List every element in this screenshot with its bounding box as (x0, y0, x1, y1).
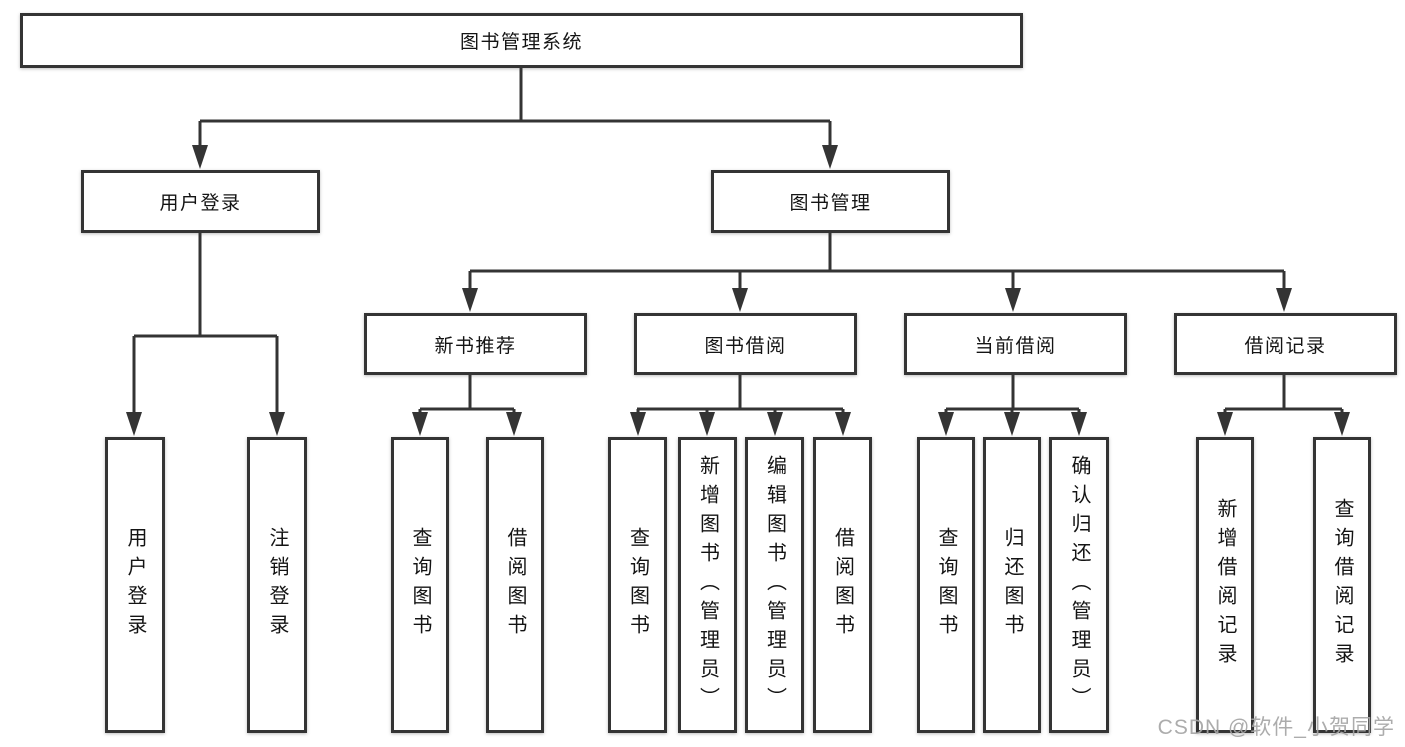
node-label: 编辑图书（管理员） (763, 454, 786, 716)
node-new-book-recommendation: 新书推荐 (364, 313, 587, 375)
leaf-logout: 注销登录 (247, 437, 307, 733)
node-borrowing-records: 借阅记录 (1174, 313, 1397, 375)
node-label: 归还图书 (1001, 527, 1023, 643)
arrowheads (126, 145, 1350, 436)
node-label: 查询图书 (409, 527, 431, 643)
leaf-add-book-admin: 新增图书（管理员） (678, 437, 737, 733)
leaf-return-book: 归还图书 (983, 437, 1041, 733)
node-book-management: 图书管理 (711, 170, 950, 233)
leaf-edit-book-admin: 编辑图书（管理员） (745, 437, 804, 733)
node-label: 图书管理 (789, 193, 872, 214)
node-label: 用户登录 (124, 527, 146, 643)
leaf-query-books-recommend: 查询图书 (391, 437, 449, 733)
node-label: 当前借阅 (974, 335, 1057, 357)
node-library-management-system: 图书管理系统 (20, 13, 1023, 68)
leaf-confirm-return-admin: 确认归还（管理员） (1049, 437, 1109, 733)
node-label: 查询图书 (626, 527, 649, 643)
node-label: 图书管理系统 (459, 32, 583, 53)
node-current-borrowing: 当前借阅 (904, 313, 1127, 375)
node-label: 用户登录 (159, 193, 242, 214)
leaf-query-books-current: 查询图书 (917, 437, 975, 733)
node-label: 查询图书 (935, 527, 957, 643)
csdn-watermark: CSDN @软件_小贺同学 (1157, 716, 1395, 739)
node-label: 新增借阅记录 (1214, 498, 1236, 672)
node-label: 图书借阅 (704, 335, 787, 357)
leaf-borrow-books-borrowing: 借阅图书 (813, 437, 872, 733)
node-label: 注销登录 (266, 527, 288, 643)
node-label: 查询借阅记录 (1331, 498, 1353, 672)
node-label: 借阅图书 (504, 527, 526, 643)
leaf-query-books-borrowing: 查询图书 (608, 437, 667, 733)
node-label: 新增图书（管理员） (696, 454, 719, 716)
node-label: 确认归还（管理员） (1068, 454, 1090, 716)
leaf-borrow-books-recommend: 借阅图书 (486, 437, 544, 733)
node-book-borrowing: 图书借阅 (634, 313, 857, 375)
node-label: 借阅图书 (831, 527, 854, 643)
leaf-add-borrow-record: 新增借阅记录 (1196, 437, 1254, 733)
leaf-query-borrow-record: 查询借阅记录 (1313, 437, 1371, 733)
node-user-login: 用户登录 (81, 170, 320, 233)
node-label: 借阅记录 (1244, 335, 1327, 357)
node-label: 新书推荐 (434, 335, 517, 357)
leaf-user-login: 用户登录 (105, 437, 165, 733)
